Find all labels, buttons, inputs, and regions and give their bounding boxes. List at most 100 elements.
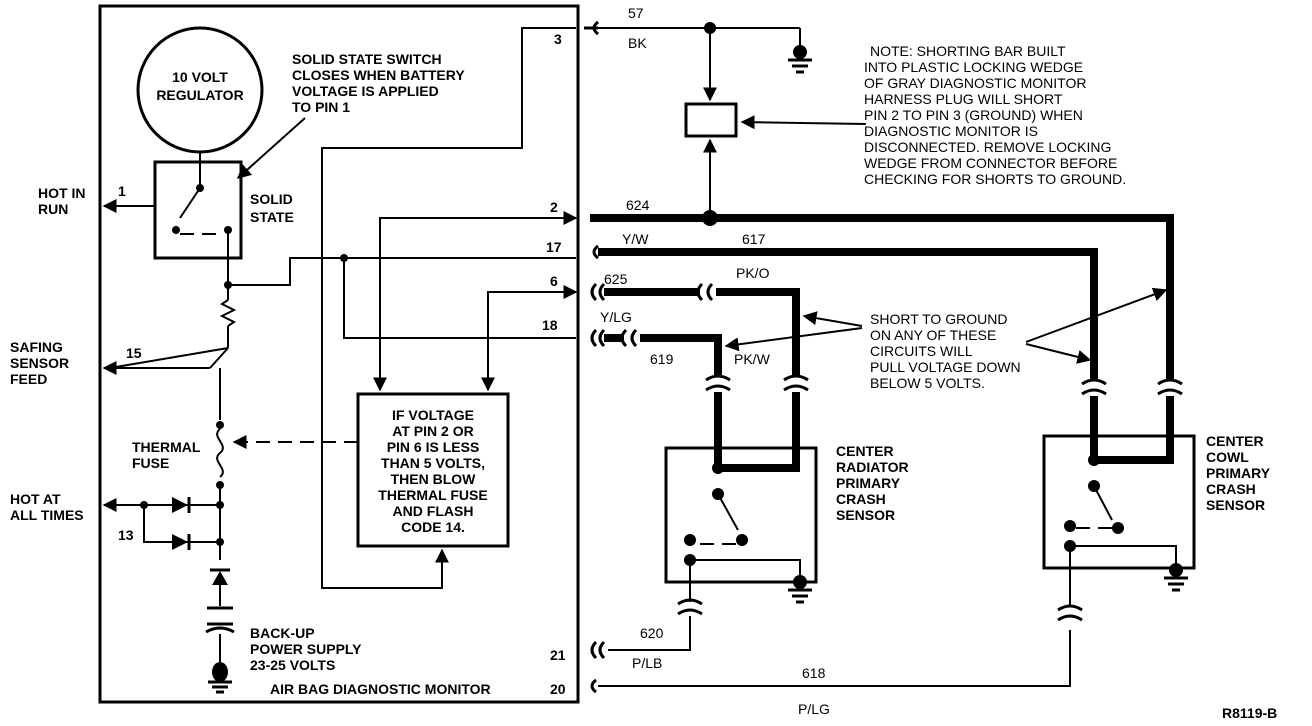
short-arrow-2 <box>724 327 863 352</box>
short-arrow-1 <box>802 311 863 327</box>
logic-text-2: AT PIN 2 OR <box>392 423 473 439</box>
hot-all-times-label-1: HOT AT <box>10 491 61 507</box>
short-note-4: PULL VOLTAGE DOWN <box>870 359 1021 375</box>
cowl-label-4: CRASH <box>1206 481 1256 497</box>
cowl-label-2: COWL <box>1206 449 1249 465</box>
ground-icon <box>208 662 232 694</box>
pin-6-label: 6 <box>550 273 558 289</box>
logic-box <box>356 392 510 548</box>
cowl-label-1: CENTER <box>1206 433 1264 449</box>
circuit-ylg-label: Y/LG <box>600 309 632 325</box>
radiator-label-5: SENSOR <box>836 507 895 523</box>
ground-icon <box>788 45 812 74</box>
note-line-8: WEDGE FROM CONNECTOR BEFORE <box>864 155 1117 171</box>
switch-note-4: TO PIN 1 <box>292 99 350 115</box>
safing-label-1: SAFING <box>10 339 63 355</box>
circuit-bk-label: BK <box>628 35 647 51</box>
pin-1-label: 1 <box>118 183 126 199</box>
note-line-1: NOTE: SHORTING BAR BUILT <box>870 43 1066 59</box>
circuit-plg-label: P/LG <box>798 701 830 717</box>
radiator-sensor-box <box>664 446 818 584</box>
pin-2-label: 2 <box>550 199 558 215</box>
ground-icon <box>1164 563 1188 592</box>
diode-icon <box>210 568 230 585</box>
short-arrow-3 <box>1025 343 1092 364</box>
connector-icon <box>590 640 606 660</box>
circuit-620-wire <box>608 616 691 651</box>
pin-13-label: 13 <box>118 527 134 543</box>
note-line-9: CHECKING FOR SHORTS TO GROUND. <box>864 171 1126 187</box>
radiator-label-1: CENTER <box>836 443 894 459</box>
circuit-yw-label: Y/W <box>622 231 649 247</box>
backup-label-1: BACK-UP <box>250 625 315 641</box>
thermal-fuse-icon <box>216 428 224 478</box>
logic-text-5: THEN BLOW <box>391 471 477 487</box>
thermal-fuse-label-1: THERMAL <box>132 439 201 455</box>
circuit-57-label: 57 <box>628 5 644 21</box>
solid-state-label-2: STATE <box>250 209 294 225</box>
resistor-icon <box>219 299 237 327</box>
connector-icon <box>677 598 703 616</box>
connector-icon <box>1081 378 1183 396</box>
radiator-label-2: RADIATOR <box>836 459 909 475</box>
solid-state-box <box>153 160 243 260</box>
circuit-624-label: 624 <box>626 197 650 213</box>
note-line-6: DIAGNOSTIC MONITOR IS <box>864 123 1038 139</box>
pin-3-label: 3 <box>554 31 562 47</box>
cowl-label-3: PRIMARY <box>1206 465 1271 481</box>
connector-icon <box>705 374 809 392</box>
hot-in-run-label-2: RUN <box>38 201 68 217</box>
safing-label-3: FEED <box>10 371 47 387</box>
radiator-label-4: CRASH <box>836 491 886 507</box>
short-arrow-4 <box>1025 287 1168 343</box>
pin-21-label: 21 <box>550 647 566 663</box>
logic-text-1: IF VOLTAGE <box>392 407 474 423</box>
circuit-618-label: 618 <box>802 665 826 681</box>
circuit-pkw-label: PK/W <box>734 351 771 367</box>
note-line-7: DISCONNECTED. REMOVE LOCKING <box>864 139 1111 155</box>
circuit-619-wire <box>640 334 722 376</box>
circuit-618-wire <box>598 630 1071 687</box>
circuit-620-label: 620 <box>640 625 664 641</box>
circuit-pko-label: PK/O <box>736 265 770 281</box>
pin-20-label: 20 <box>550 681 566 697</box>
connector-icon <box>590 282 606 302</box>
note-arrow <box>740 115 867 130</box>
logic-text-3: PIN 6 IS LESS <box>387 439 480 455</box>
solid-state-switch-icon <box>172 162 232 258</box>
diode-icon <box>172 534 191 550</box>
cowl-sensor-box <box>1042 434 1196 570</box>
pin-17-label: 17 <box>546 239 562 255</box>
connector-icon <box>584 20 599 36</box>
logic-text-8: CODE 14. <box>401 519 465 535</box>
pin-15-label: 15 <box>126 345 142 361</box>
radiator-label-3: PRIMARY <box>836 475 901 491</box>
figure-id: R8119-B <box>1222 705 1277 721</box>
circuit-625-label: 625 <box>604 271 628 287</box>
pin-18-label: 18 <box>542 317 558 333</box>
note-line-5: PIN 2 TO PIN 3 (GROUND) WHEN <box>864 107 1083 123</box>
connector-icon <box>1057 604 1083 622</box>
monitor-box <box>98 4 580 704</box>
backup-label-3: 23-25 VOLTS <box>250 657 335 673</box>
monitor-label: AIR BAG DIAGNOSTIC MONITOR <box>270 681 491 697</box>
diode-icon <box>172 497 191 513</box>
circuit-617-wire <box>598 248 1098 380</box>
connector-icon <box>590 328 606 348</box>
connector-icon <box>592 244 599 260</box>
regulator-label-1: 10 VOLT <box>172 69 228 85</box>
safing-label-2: SENSOR <box>10 355 69 371</box>
short-note-5: BELOW 5 VOLTS. <box>870 375 985 391</box>
short-note-2: ON ANY OF THESE <box>870 327 996 343</box>
switch-note-2: CLOSES WHEN BATTERY <box>292 67 465 83</box>
switch-note-1: SOLID STATE SWITCH <box>292 51 442 67</box>
backup-label-2: POWER SUPPLY <box>250 641 362 657</box>
switch-note-3: VOLTAGE IS APPLIED <box>292 83 439 99</box>
hot-in-run-label-1: HOT IN <box>38 185 85 201</box>
ground-icon <box>788 575 812 604</box>
short-note-3: CIRCUITS WILL <box>870 343 973 359</box>
short-note-1: SHORT TO GROUND <box>870 311 1007 327</box>
logic-text-4: THAN 5 VOLTS, <box>381 455 485 471</box>
thermal-fuse-label-2: FUSE <box>132 455 169 471</box>
